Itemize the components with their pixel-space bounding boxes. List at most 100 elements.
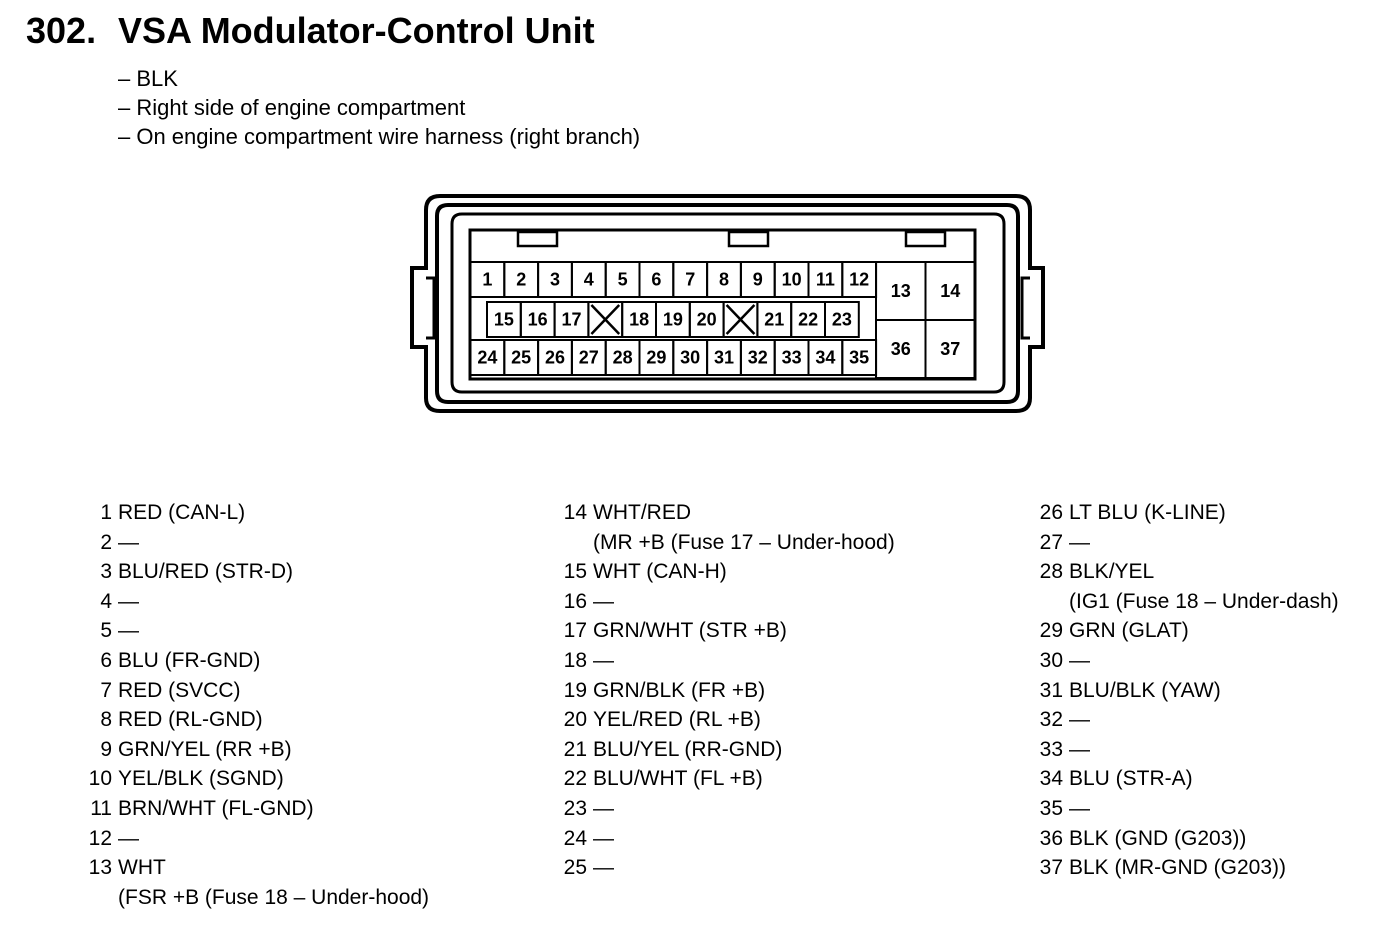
pin-wire-description: —	[1069, 708, 1090, 732]
pin-number: 37	[940, 339, 960, 359]
pin-wire-description: WHT (CAN-H)	[593, 560, 727, 584]
pin-number: 32	[748, 348, 768, 368]
pin-number: 7	[685, 270, 695, 290]
pin-wire-description: BLU/WHT (FL +B)	[593, 767, 763, 791]
pin-entry: 14 WHT/RED (MR +B (Fuse 17 – Under-hood)	[564, 498, 895, 557]
pin-number: 20	[563, 708, 587, 732]
left-latch	[426, 276, 436, 340]
pin-number: 1	[482, 270, 492, 290]
pin-number: 28	[1039, 560, 1063, 584]
pin-number: 29	[1039, 619, 1063, 643]
pin-number: 31	[714, 348, 734, 368]
pin-number: 1	[100, 501, 112, 524]
pin-wire-description: GRN/BLK (FR +B)	[593, 678, 766, 702]
pin-number: 11	[90, 796, 112, 820]
pin-number: 14	[563, 501, 587, 524]
pin-cell	[924, 319, 976, 379]
connector-inner-wall	[435, 203, 1020, 404]
pin-number: 26	[1039, 501, 1063, 524]
pin-entry: 12—	[89, 824, 429, 854]
pin-number: 27	[1039, 530, 1063, 554]
pin-number: 30	[1039, 648, 1063, 672]
pin-circuit-note: (MR +B (Fuse 17 – Under-hood)	[593, 530, 895, 554]
pin-wire-description: BLU/YEL (RR-GND)	[593, 737, 783, 761]
pin-number: 18	[563, 648, 587, 672]
pin-number: 20	[697, 310, 717, 330]
pin-wire-description: RED (SVCC)	[118, 678, 241, 702]
pin-number: 13	[891, 281, 911, 301]
pin-entry: 4—	[100, 587, 429, 617]
pin-entry: 25—	[564, 853, 895, 883]
note-location: – Right side of engine compartment	[118, 95, 466, 120]
pin-wire-description: BLK (GND (G203))	[1069, 826, 1247, 850]
pin-number: 10	[782, 270, 802, 290]
pin-wire-description: BLU/RED (STR-D)	[118, 560, 294, 584]
pin-number: 13	[88, 856, 112, 880]
pin-entry: 5—	[100, 616, 429, 646]
connector-notes: – BLK – Right side of engine compartment…	[118, 64, 640, 151]
pin-wire-description: —	[1069, 796, 1090, 820]
pin-wire-description: WHT/RED	[593, 501, 691, 524]
pin-wire-description: BLU (FR-GND)	[118, 648, 261, 672]
pin-wire-description: —	[118, 589, 139, 613]
pin-number: 2	[516, 270, 526, 290]
key-right	[904, 230, 947, 248]
pin-number: 36	[1039, 826, 1063, 850]
note-harness: – On engine compartment wire harness (ri…	[118, 124, 641, 149]
pin-entry: 16—	[564, 587, 895, 617]
right-latch	[1020, 276, 1030, 340]
title-number: 302.	[26, 10, 97, 51]
pin-circuit-note: (FSR +B (Fuse 18 – Under-hood)	[118, 885, 430, 909]
pin-number: 6	[100, 648, 112, 672]
blank-pin-mark	[590, 304, 621, 335]
pin-wire-description: —	[593, 856, 614, 880]
pin-number: 26	[545, 348, 565, 368]
pin-number: 37	[1039, 856, 1063, 880]
pin-wire-description: GRN/YEL (RR +B)	[118, 737, 292, 761]
pin-wire-description: BLU (STR-A)	[1069, 767, 1193, 791]
pin-number: 27	[579, 348, 599, 368]
pin-number: 15	[494, 310, 514, 330]
pin-wire-description: —	[593, 796, 614, 820]
pin-wire-description: —	[1069, 530, 1090, 554]
pin-number: 21	[563, 737, 587, 761]
pin-number: 23	[832, 310, 852, 330]
pin-number: 22	[563, 767, 587, 791]
pin-wire-description: WHT	[118, 856, 166, 880]
pin-number: 6	[651, 270, 661, 290]
connector-housing	[410, 194, 1045, 413]
pin-number: 16	[528, 310, 548, 330]
pin-wire-description: —	[118, 530, 139, 554]
pin-number: 30	[680, 348, 700, 368]
pin-wire-description: —	[593, 589, 614, 613]
pin-wire-description: —	[593, 648, 614, 672]
note-color: – BLK	[118, 66, 178, 91]
pin-number: 19	[663, 310, 683, 330]
pin-wire-description: —	[118, 826, 139, 850]
pin-number: 31	[1039, 678, 1063, 702]
pin-entry: 30—	[1040, 646, 1339, 676]
pin-wire-description: —	[1069, 648, 1090, 672]
pin-number: 35	[1039, 796, 1063, 820]
connector-shell	[450, 212, 1006, 394]
pin-number: 32	[1039, 708, 1063, 732]
pin-number: 10	[88, 767, 112, 791]
pin-number: 8	[719, 270, 729, 290]
pin-number: 5	[618, 270, 628, 290]
pin-wire-description: YEL/BLK (SGND)	[118, 767, 284, 791]
pin-wire-description: —	[1069, 737, 1090, 761]
